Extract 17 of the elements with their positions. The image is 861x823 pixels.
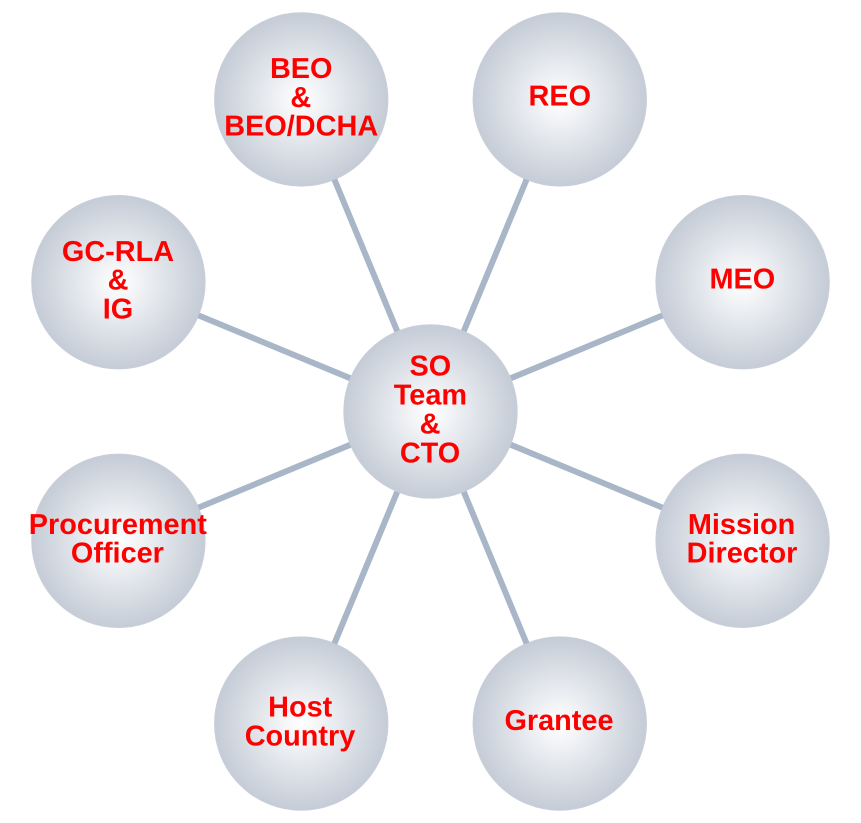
connector bbox=[510, 312, 664, 381]
connector bbox=[461, 490, 530, 645]
node-circle: GC-RLA & IG bbox=[31, 195, 206, 370]
connector bbox=[197, 312, 352, 381]
connector bbox=[197, 442, 352, 510]
node-circle: Grantee bbox=[472, 636, 647, 811]
node-circle: SO Team & CTO bbox=[343, 324, 518, 499]
node-circle: Host Country bbox=[214, 636, 388, 811]
node-circle: Procurement Officer bbox=[31, 454, 206, 628]
connector bbox=[332, 178, 400, 332]
connector bbox=[332, 490, 400, 645]
node-circle: MEO bbox=[655, 195, 830, 370]
node-circle: Mission Director bbox=[655, 454, 830, 628]
node-circle: BEO & BEO/DCHA bbox=[214, 12, 388, 187]
node-circle: REO bbox=[472, 12, 647, 187]
connector bbox=[510, 442, 664, 510]
connector bbox=[461, 178, 530, 332]
